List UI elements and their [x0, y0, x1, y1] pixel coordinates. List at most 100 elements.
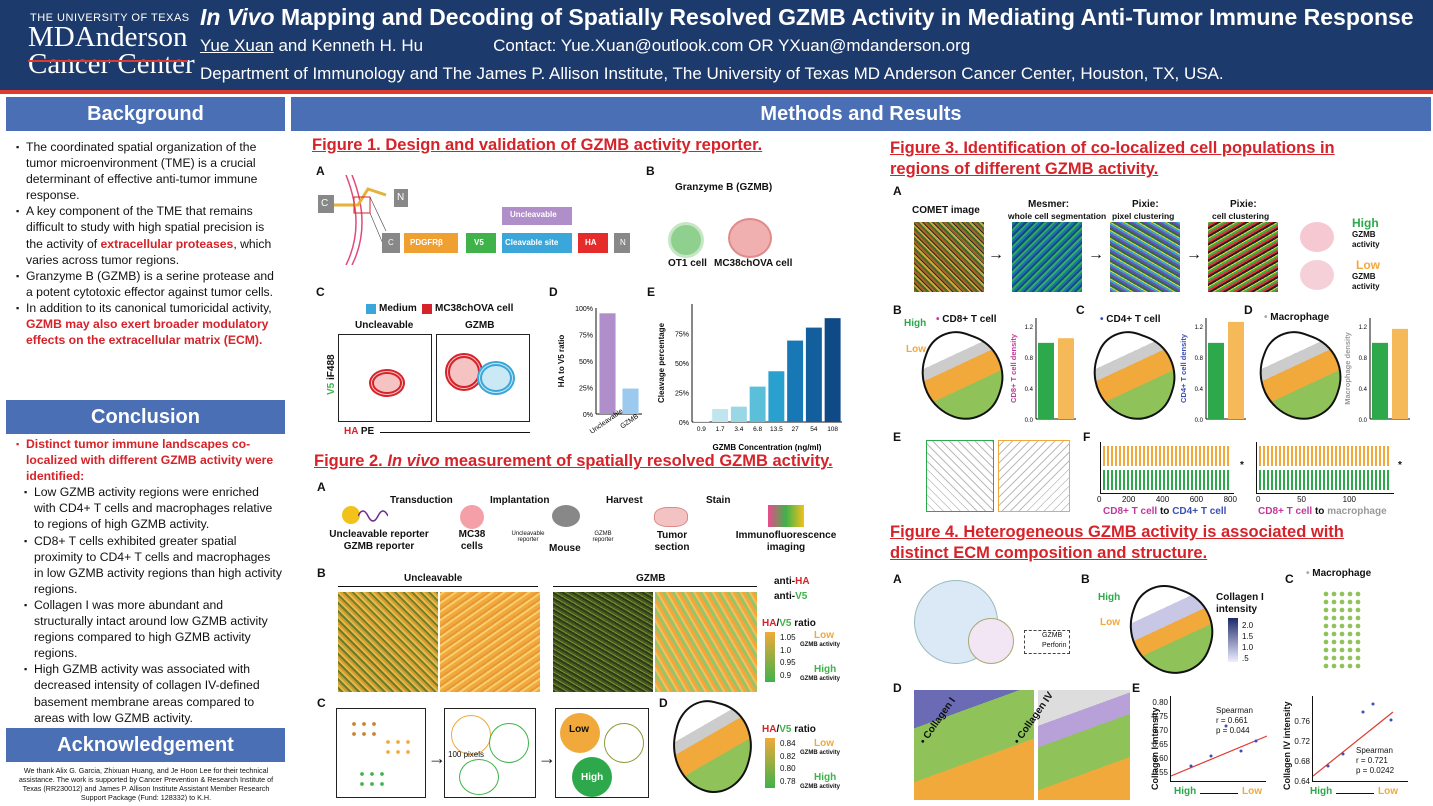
imaging-icon	[768, 505, 804, 527]
fig3-title: Figure 3. Identification of co-localized…	[890, 139, 1335, 178]
arrow-icon: →	[428, 748, 446, 768]
ot1-label: OT1 cell	[668, 258, 707, 269]
arrow-label: Uncleavable reporter	[511, 531, 545, 543]
flow-xaxis: HA PE	[344, 426, 375, 437]
y-tick-label: 1.2	[1359, 325, 1368, 331]
n-terminal-box	[394, 189, 408, 207]
list-item: High GZMB activity was associated with d…	[24, 661, 282, 725]
x-tick-label: 108	[827, 426, 838, 433]
comet-label: COMET image	[912, 205, 980, 216]
high-text: High	[581, 772, 604, 783]
mesmer-image	[1012, 222, 1082, 292]
legend-mc38: MC38chOVA cell	[435, 303, 514, 314]
cells	[357, 769, 387, 789]
zoom-box	[353, 196, 371, 214]
y-tick-label: 0.0	[1195, 418, 1204, 424]
bar	[622, 388, 639, 414]
x-tick-label: 13.5	[770, 426, 783, 433]
collagen-map	[1116, 575, 1226, 685]
axis-arrow	[1200, 793, 1238, 794]
mc38-cell	[728, 218, 772, 258]
step-implantation: Implantation	[490, 495, 550, 506]
high-label: High	[1310, 786, 1333, 797]
panel-label: C	[317, 696, 326, 710]
scatter-plot-1	[1170, 696, 1267, 782]
c-label: C	[321, 198, 329, 209]
ack-text: We thank Alix G. Garcia, Zhixuan Huang, …	[18, 766, 274, 802]
tumor-icon	[654, 507, 688, 527]
poster-title: In Vivo Mapping and Decoding of Spatiall…	[200, 4, 1414, 30]
bar	[1038, 342, 1054, 419]
bar	[693, 420, 710, 422]
author-link[interactable]: Yue Xuan	[200, 36, 274, 55]
circle	[489, 723, 529, 763]
anti-ha-label: anti-HA	[774, 576, 810, 587]
x-axis-label: GZMB Concentration (ng/ml)	[713, 443, 822, 452]
y-tick-label: 1.2	[1195, 325, 1204, 331]
y-tick-label: 50%	[579, 359, 593, 366]
legend-box	[1024, 630, 1070, 654]
bar	[749, 386, 766, 422]
low-dots	[1103, 446, 1231, 466]
bar	[805, 327, 822, 422]
cluster-box	[336, 708, 426, 798]
mouse-label: Mouse	[549, 543, 581, 554]
tissue-image	[338, 592, 438, 692]
c-box	[382, 233, 400, 253]
colorbar	[765, 738, 775, 788]
x-tick-label: 3.4	[734, 426, 743, 433]
n-box	[614, 233, 630, 253]
flow-plot-uncleavable	[338, 334, 432, 422]
uncleavable-label: Uncleavable	[510, 210, 557, 219]
v5-box	[466, 233, 496, 253]
high-dots	[1259, 470, 1391, 490]
step-transduction: Transduction	[390, 495, 453, 506]
list-item: The coordinated spatial organization of …	[16, 139, 278, 203]
plot1-xlabel: CD8+ T cell to CD4+ T cell	[1103, 506, 1227, 517]
arrow-icon: →	[1186, 246, 1202, 263]
panel-label: E	[647, 285, 656, 299]
target-cell	[968, 618, 1014, 664]
flow-yaxis: V5 iF488	[326, 354, 337, 395]
high-label: High	[814, 772, 837, 783]
low-label: Low	[1100, 617, 1120, 628]
cell-map-high	[926, 440, 994, 512]
c-terminal-box	[318, 195, 334, 213]
y-tick-label: 0.8	[1025, 356, 1034, 362]
arrow-label: GZMB reporter	[592, 531, 614, 543]
methods-heading: Methods and Results	[291, 97, 1431, 131]
perforin-legend: Perforin	[1042, 642, 1067, 649]
panel-label: F	[1083, 430, 1091, 444]
y-axis-label: HA to V5 ratio	[557, 335, 566, 388]
low-label: Low	[814, 738, 834, 749]
list-item: Low GZMB activity regions were enriched …	[24, 484, 282, 532]
cleavable-label: Cleavable site	[505, 238, 559, 247]
colorbar	[1228, 618, 1238, 662]
bar	[1372, 342, 1388, 419]
pixie-label: Pixie:	[1132, 199, 1159, 210]
distance-plot-1	[1100, 442, 1234, 494]
x-tick-label: 54	[810, 426, 818, 433]
tumor-map	[908, 322, 1016, 430]
flow-contour	[477, 361, 515, 395]
cd8-label: • CD8+ T cell	[936, 314, 997, 325]
pdgfr-box	[404, 233, 458, 253]
pixels-label: 100 pixels	[448, 750, 485, 759]
list-item: CD8+ T cells exhibited greater spatial p…	[24, 533, 282, 597]
high-circle	[572, 757, 612, 797]
list-item: In addition to its canonical tumoricidal…	[16, 300, 278, 348]
high-label: High	[814, 664, 837, 675]
n-label: N	[397, 192, 405, 203]
low-label: Low	[1356, 258, 1380, 272]
ratio-label: HA/V5 ratio	[762, 724, 816, 735]
y-tick-label: 50%	[675, 361, 689, 368]
